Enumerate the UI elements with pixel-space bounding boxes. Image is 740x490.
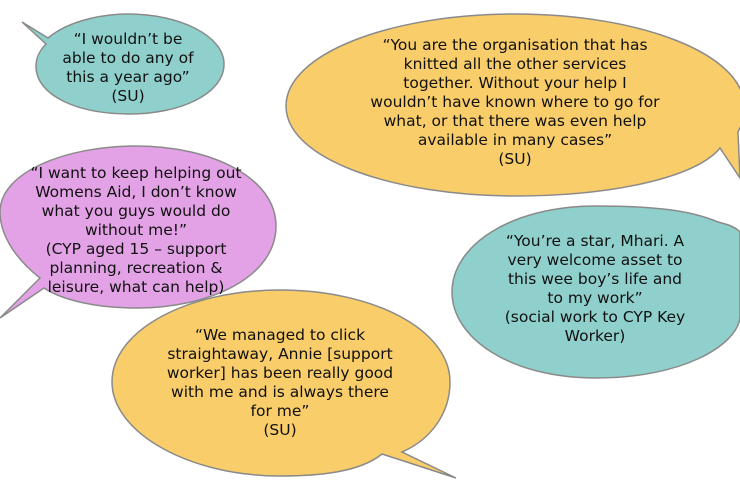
quote-line: “I wouldn’t be xyxy=(73,30,183,48)
quote-line: this wee boy’s life and xyxy=(507,270,682,288)
speech-bubble-teal-top-left xyxy=(21,13,225,115)
quote-line: knitted all the other services xyxy=(403,55,627,73)
quote-line: to my work” xyxy=(547,289,643,307)
quote-line: what, or that there was even help xyxy=(383,112,647,130)
speech-bubble-shape xyxy=(285,13,740,197)
speech-bubble-yellow-top-right xyxy=(285,13,740,197)
quote-line: this a year ago” xyxy=(66,68,190,86)
quote-line: (SU) xyxy=(498,150,532,168)
quote-line: for me” xyxy=(250,402,310,420)
quote-line: very welcome asset to xyxy=(507,251,683,269)
speech-bubble-shape xyxy=(0,145,277,319)
quote-line: “I want to keep helping out xyxy=(30,164,242,182)
quote-line: without me!” xyxy=(84,221,188,239)
quote-line: Womens Aid, I don’t know xyxy=(35,183,237,201)
quote-line: “You are the organisation that has xyxy=(382,36,648,54)
quote-line: (social work to CYP Key xyxy=(504,308,686,326)
quote-line: with me and is always there xyxy=(171,383,389,401)
quote-line: leisure, what can help) xyxy=(47,278,225,296)
quote-line: worker] has been really good xyxy=(166,364,394,382)
speech-bubble-yellow-bottom xyxy=(111,289,457,479)
speech-bubble-pink-left xyxy=(0,145,277,319)
speech-bubble-shape xyxy=(21,13,225,115)
speech-bubble-teal-right xyxy=(451,205,740,379)
quote-line: (SU) xyxy=(263,421,297,439)
speech-bubble-shape xyxy=(111,289,457,479)
quote-line: “You’re a star, Mhari. A xyxy=(505,232,685,250)
quote-line: available in many cases” xyxy=(417,131,613,149)
quote-line: able to do any of xyxy=(62,49,194,67)
quote-line: Worker) xyxy=(564,327,626,345)
quote-line: together. Without your help I xyxy=(403,74,627,92)
speech-bubble-shape xyxy=(451,205,740,379)
quote-line: (SU) xyxy=(111,87,145,105)
quote-line: what you guys would do xyxy=(41,202,231,220)
quote-line: wouldn’t have known where to go for xyxy=(370,93,660,111)
quote-line: straightaway, Annie [support xyxy=(167,345,393,363)
quote-line: “We managed to click xyxy=(194,326,366,344)
quote-line: planning, recreation & xyxy=(49,259,223,277)
quote-line: (CYP aged 15 – support xyxy=(45,240,227,258)
